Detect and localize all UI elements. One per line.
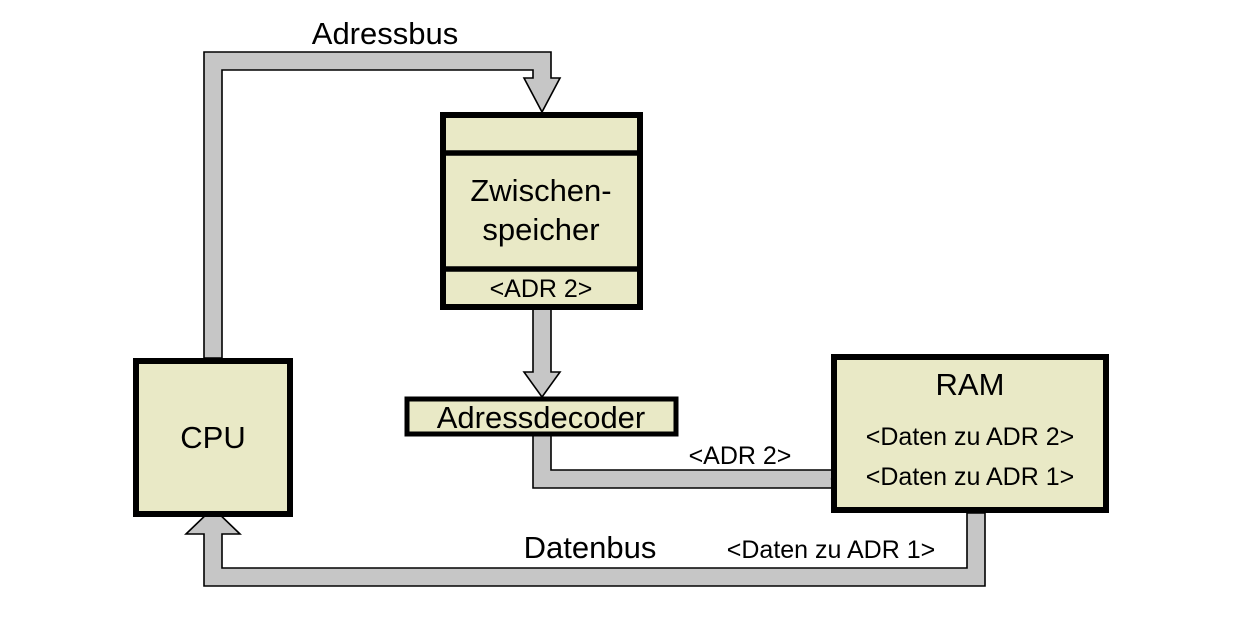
adressbus-label: Adressbus	[312, 16, 458, 51]
node-cpu[interactable]: CPU	[133, 358, 293, 517]
zwischenspeicher-label-line1: Zwischen-	[470, 173, 611, 208]
ram-label: RAM	[936, 367, 1005, 402]
zs-decoder-arrow-shape	[522, 304, 562, 399]
adressbus-shape	[203, 51, 562, 359]
node-zwischenspeicher[interactable]: Zwischen- speicher <ADR 2>	[440, 112, 643, 310]
datenbus-label: Datenbus	[524, 530, 657, 565]
zwischenspeicher-box[interactable]	[440, 112, 643, 310]
adressdecoder-box[interactable]	[404, 396, 679, 437]
cpu-label: CPU	[180, 420, 245, 455]
zwischenspeicher-to-decoder-arrow	[522, 304, 562, 399]
ram-to-cpu-label: <Daten zu ADR 1>	[727, 536, 935, 564]
zwischenspeicher-value-slot: <ADR 2>	[490, 275, 593, 303]
adressdecoder-label: Adressdecoder	[437, 400, 646, 435]
datenbus-shape	[184, 506, 986, 587]
adressbus-path	[203, 51, 562, 359]
node-adressdecoder[interactable]: Adressdecoder	[404, 396, 679, 437]
node-ram[interactable]: RAM <Daten zu ADR 2> <Daten zu ADR 1>	[831, 354, 1109, 513]
zwischenspeicher-label-line2: speicher	[482, 212, 599, 247]
ram-row-2: <Daten zu ADR 1>	[866, 463, 1074, 491]
decoder-to-ram-label: <ADR 2>	[689, 442, 792, 470]
ram-box[interactable]	[831, 354, 1109, 513]
cpu-box[interactable]	[133, 358, 293, 517]
datenbus-path	[184, 506, 986, 587]
ram-row-1: <Daten zu ADR 2>	[866, 423, 1074, 451]
